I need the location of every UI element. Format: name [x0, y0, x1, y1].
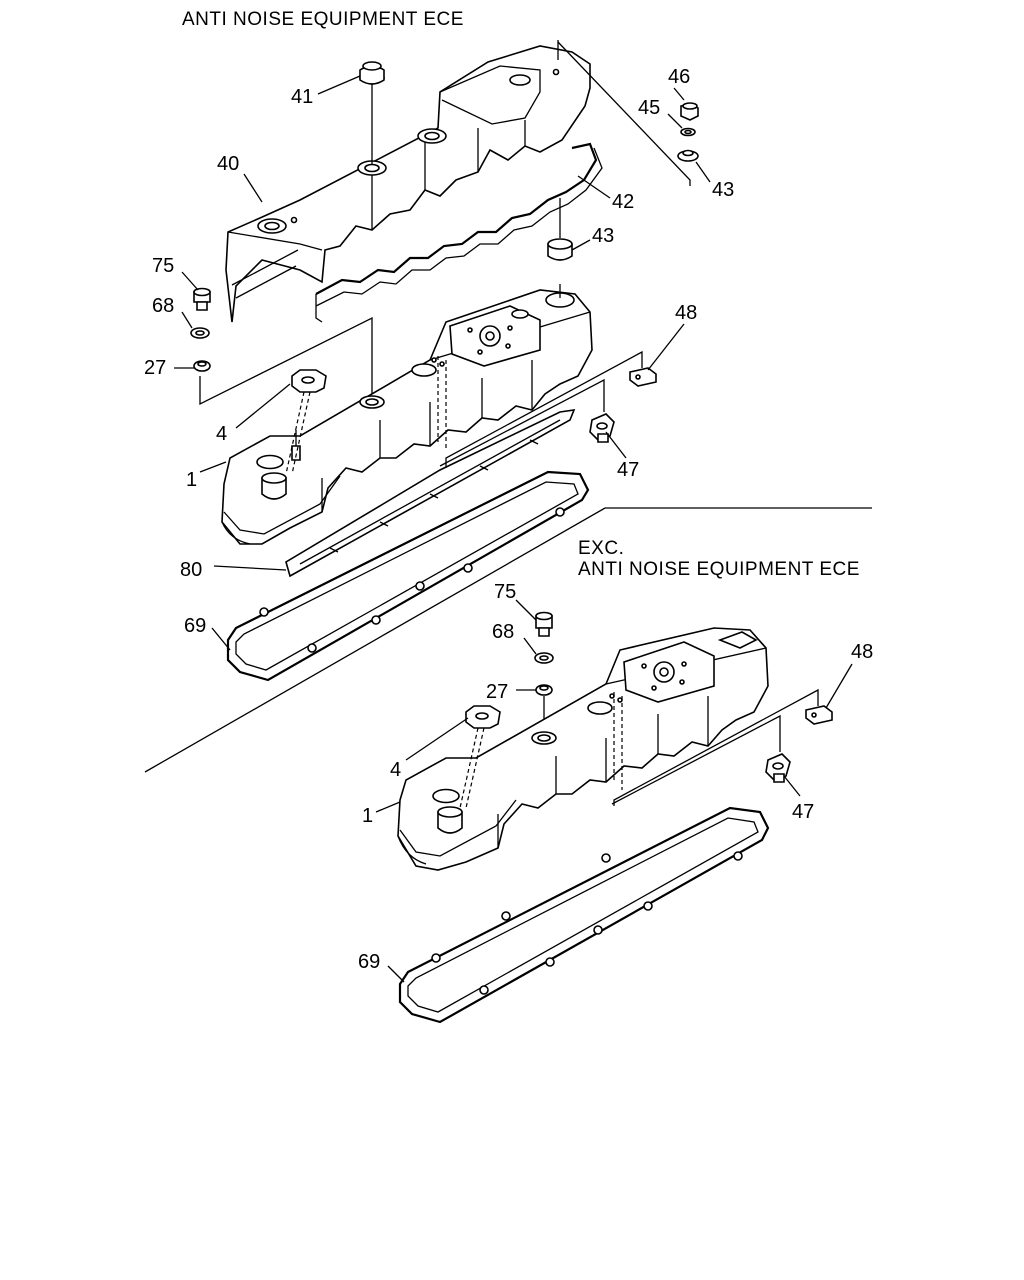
- callout-48-lower: 48: [851, 641, 873, 663]
- callout-47-upper: 47: [617, 459, 639, 481]
- callout-40: 40: [217, 153, 239, 175]
- bolt-part-75-lower: [535, 611, 553, 637]
- baffle-plate-part-80: [285, 409, 576, 578]
- assembly-line-upper-left: [199, 316, 373, 406]
- rubber-mount-part-43: [547, 198, 573, 261]
- caption-top: ANTI NOISE EQUIPMENT ECE: [182, 9, 464, 30]
- washer-part-68-lower: [534, 652, 554, 664]
- callout-80: 80: [180, 559, 202, 581]
- callout-69-upper: 69: [184, 615, 206, 637]
- callout-1-lower: 1: [362, 805, 373, 827]
- nut-part-46: [680, 102, 699, 121]
- callout-45: 45: [638, 97, 660, 119]
- callout-75-lower: 75: [494, 581, 516, 603]
- caption-bottom-anti-noise: ANTI NOISE EQUIPMENT ECE: [578, 559, 860, 580]
- callout-48-upper: 48: [675, 302, 697, 324]
- grommet-part-41: [359, 61, 385, 164]
- callout-4-lower: 4: [390, 759, 401, 781]
- callout-68-upper: 68: [152, 295, 174, 317]
- bolt-part-75-upper: [193, 287, 211, 311]
- rubber-mount-part-43-upper: [677, 149, 699, 162]
- noise-cover-part-40: [225, 45, 591, 323]
- cap-part-4-lower: [459, 705, 501, 809]
- washer-part-68-upper: [190, 327, 210, 339]
- cap-part-4-upper: [285, 369, 327, 475]
- callout-47-lower: 47: [792, 801, 814, 823]
- clamp-part-47-upper: [439, 378, 615, 467]
- callout-43-lower: 43: [592, 225, 614, 247]
- callout-68-lower: 68: [492, 621, 514, 643]
- section-divider: [144, 507, 872, 773]
- leader-lines: [174, 75, 853, 983]
- callout-42: 42: [612, 191, 634, 213]
- callout-75-upper: 75: [152, 255, 174, 277]
- callout-27-lower: 27: [486, 681, 508, 703]
- rocker-cover-part-1-lower: [397, 627, 769, 871]
- callout-46: 46: [668, 66, 690, 88]
- callout-27-upper: 27: [144, 357, 166, 379]
- mount-bracket-line: [557, 40, 691, 186]
- washer-part-45: [680, 127, 696, 137]
- callout-43-upper: 43: [712, 179, 734, 201]
- callout-41: 41: [291, 86, 313, 108]
- rocker-cover-part-1-upper: [221, 284, 593, 545]
- seal-part-27-upper: [193, 360, 211, 372]
- clamp-part-47-lower: [611, 714, 791, 805]
- caption-bottom-exc: EXC.: [578, 538, 624, 559]
- gasket-part-69-upper: [226, 470, 590, 682]
- gasket-part-69-lower: [398, 806, 770, 1024]
- callout-69-lower: 69: [358, 951, 380, 973]
- callout-1-upper: 1: [186, 469, 197, 491]
- callout-4-upper: 4: [216, 423, 227, 445]
